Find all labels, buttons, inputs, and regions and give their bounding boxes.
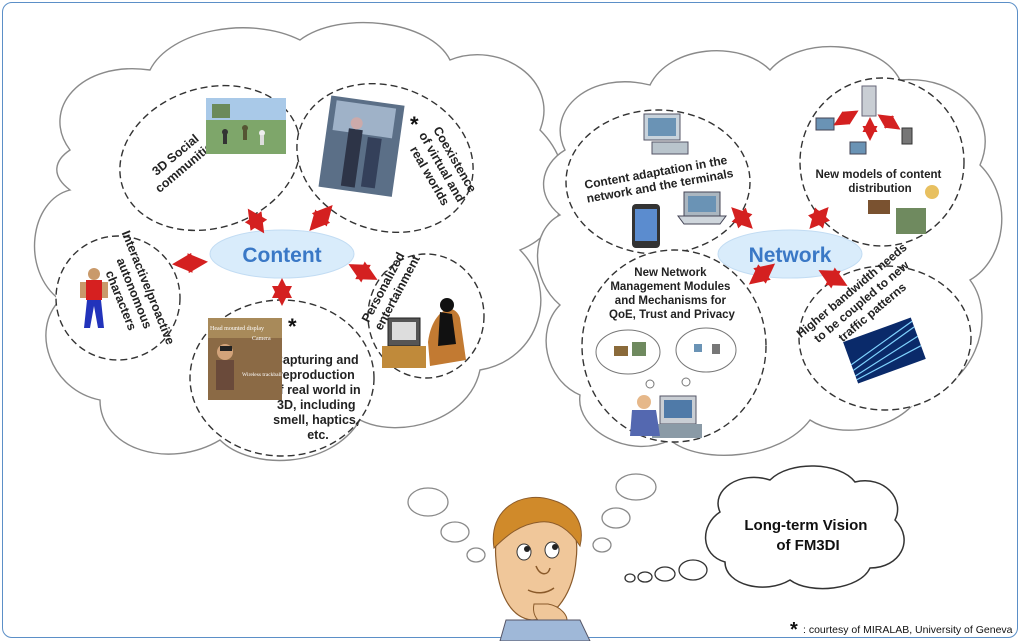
bubble-distribution-text: New models of content distribution — [815, 169, 944, 195]
connector-arrows — [172, 205, 848, 306]
thought-dot — [592, 537, 612, 553]
thought-dot — [440, 521, 470, 543]
desktop-computer-icon — [643, 113, 689, 155]
text-line: reproduction — [278, 368, 355, 382]
footnote-text: : courtesy of MIRALAB, University of Gen… — [803, 624, 1013, 636]
photo-label-hmd: Head mounted display — [210, 326, 264, 332]
text-line: New models of content — [815, 169, 941, 181]
thought-dot — [407, 487, 449, 517]
text-line: and Mechanisms for — [615, 295, 727, 307]
text-line: of real world in — [272, 383, 361, 397]
capture-photo: Head mounted display Camera Wireless tra… — [208, 318, 282, 400]
bubble-management-text: New Network Management Modules and Mecha… — [609, 267, 736, 321]
arrow-management — [748, 263, 776, 285]
arrow-distribution — [807, 206, 831, 230]
text-line: Capturing and — [274, 353, 359, 367]
arrow-social — [244, 208, 268, 234]
coexistence-asterisk: * — [410, 112, 419, 137]
thought-dot — [615, 473, 657, 501]
distribution-network-illustration — [815, 85, 939, 234]
bubble-distribution — [799, 77, 965, 247]
capturing-asterisk: * — [288, 314, 297, 339]
vision-cloud — [704, 465, 905, 590]
text-line: QoE, Trust and Privacy — [609, 309, 736, 321]
photo-label-trackball: Wireless trackball — [242, 372, 282, 378]
thought-dot — [601, 507, 631, 529]
bubble-characters — [55, 235, 181, 361]
text-line: of FM3DI — [776, 537, 839, 554]
bubble-capturing-text: Capturing and reproduction of real world… — [272, 353, 364, 442]
laptop-icon — [677, 191, 727, 225]
text-line: etc. — [307, 428, 329, 442]
text-line: New Network — [634, 267, 707, 279]
text-line: Long-term Vision — [744, 517, 867, 534]
arrow-entertainment — [348, 261, 378, 283]
network-management-illustration — [595, 327, 737, 438]
footnote-star: * — [790, 619, 798, 641]
vision-text: Long-term Vision of FM3DI — [744, 517, 871, 554]
arrow-characters — [172, 252, 208, 274]
network-hub-label: Network — [749, 244, 832, 267]
smartphone-icon — [632, 204, 660, 248]
thought-dot — [637, 571, 653, 583]
bubble-management — [581, 249, 767, 443]
thought-dot — [678, 559, 708, 581]
fiber-optic-image — [843, 317, 926, 384]
arrow-adaptation — [731, 207, 753, 229]
entertainment-image — [382, 298, 466, 368]
text-line: distribution — [848, 183, 911, 195]
arrow-bandwidth — [818, 267, 848, 289]
thought-dot — [624, 573, 636, 583]
text-line: Management Modules — [610, 281, 730, 293]
thinking-person-figure — [492, 496, 591, 641]
thought-dot — [654, 566, 676, 582]
autonomous-character-figure — [80, 268, 108, 328]
photo-label-camera: Camera — [252, 336, 271, 342]
content-hub-label: Content — [242, 244, 321, 267]
text-line: 3D, including — [277, 398, 355, 412]
coexistence-image — [318, 95, 405, 197]
social-communities-image — [206, 98, 286, 154]
arrow-coexistence — [309, 205, 333, 231]
text-line: smell, haptics, — [273, 413, 359, 427]
thought-dot — [466, 547, 486, 563]
